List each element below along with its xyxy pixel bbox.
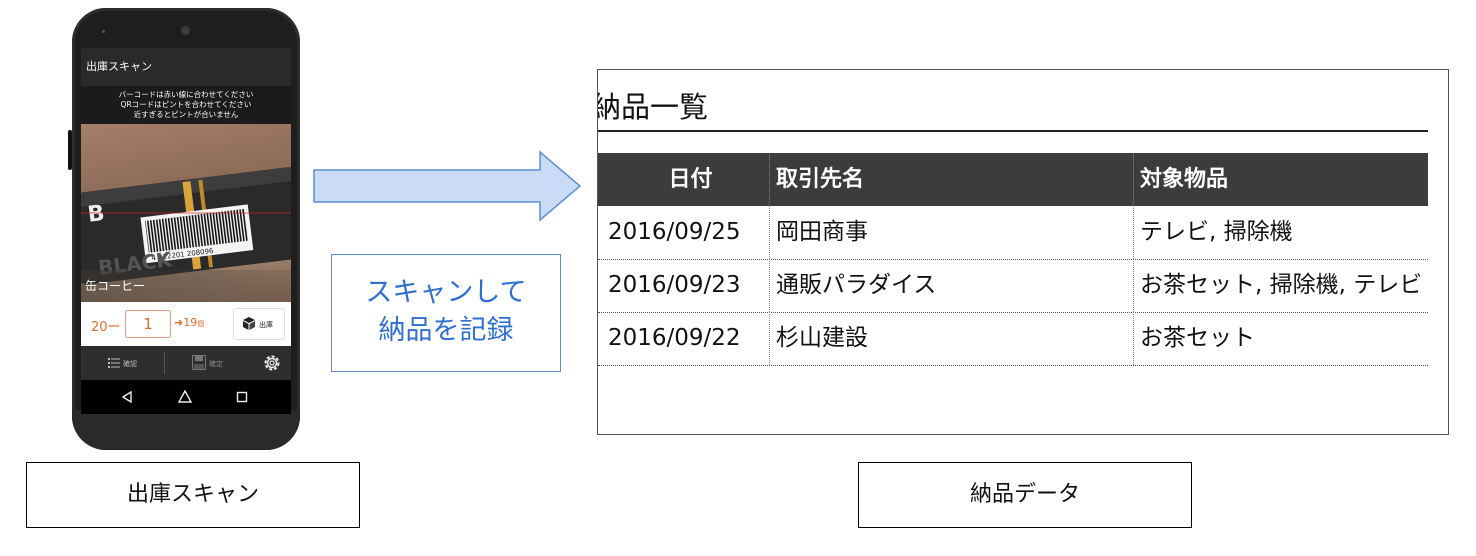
phone-screen: 出庫スキャン バーコードは赤い線に合わせてください QRコードはピントを合わせて… [81,48,291,414]
bottom-toolbar: 確認 確定 [81,346,291,380]
volume-button [68,130,72,170]
remaining-stock-value: ➜19 [174,316,198,329]
coffee-can-image: B 4 912201 208096 BLACK [81,166,291,285]
caption-left: 出庫スキャン [26,462,360,528]
column-header-items[interactable]: 対象物品 [1133,153,1428,206]
settings-gear-icon[interactable] [262,353,282,373]
scan-note-box: スキャンして 納品を記録 [331,254,561,372]
flow-arrow-icon [313,150,582,222]
quantity-row: 20ー 1 ➜19個 出庫 [81,302,291,346]
svg-text:B: B [86,201,106,228]
table-row[interactable]: 2016/09/22 杉山建設 お茶セット [598,312,1428,366]
cell-client: 岡田商事 [769,206,1133,259]
cell-items: お茶セット [1133,312,1428,365]
sensor-dot [102,30,105,33]
camera-preview: B 4 912201 208096 BLACK [81,124,291,302]
back-icon[interactable] [121,391,133,403]
ship-button[interactable]: 出庫 [233,308,285,340]
table-row[interactable]: 2016/09/23 通販パラダイス お茶セット, 掃除機, テレビ [598,259,1428,313]
scan-note-line: スキャンして [365,277,527,308]
home-icon[interactable] [178,390,192,403]
phone-chin [72,410,300,450]
list-icon [108,358,120,368]
hint-line: バーコードは赤い線に合わせてください [118,90,254,99]
delivery-list-panel: 納品一覧 日付 取引先名 対象物品 2016/09/25 岡田商事 テレビ, 掃… [597,69,1449,435]
table-row[interactable]: 2016/09/25 岡田商事 テレビ, 掃除機 [598,206,1428,260]
column-header-date[interactable]: 日付 [668,167,713,192]
cell-items: お茶セット, 掃除機, テレビ [1133,259,1428,312]
scan-hint: バーコードは赤い線に合わせてください QRコードはピントを合わせてください 近す… [81,86,291,124]
cell-date: 2016/09/22 [608,325,741,351]
hint-line: QRコードはピントを合わせてください [120,100,252,109]
scan-note-line: 納品を記録 [378,315,514,346]
cell-date: 2016/09/25 [608,219,741,245]
cell-date: 2016/09/23 [608,272,741,298]
app-title: 出庫スキャン [81,48,291,86]
remaining-stock-unit: 個 [197,320,205,328]
recents-icon[interactable] [236,391,248,403]
save-icon [192,355,206,370]
hint-line: 近すぎるとピントが合いません [133,110,239,119]
ship-button-label: 出庫 [259,321,273,329]
column-header-client[interactable]: 取引先名 [769,153,1133,206]
stock-count: 20ー [91,320,121,335]
cell-client: 通販パラダイス [769,259,1133,312]
product-name: 缶コーヒー [81,270,291,302]
smartphone-mockup: 出庫スキャン バーコードは赤い線に合わせてください QRコードはピントを合わせて… [68,8,300,450]
title-underline [598,130,1428,132]
box-icon [243,317,255,330]
panel-title: 納品一覧 [597,90,709,124]
android-nav-bar [81,380,291,414]
front-camera [181,26,190,35]
finalize-label[interactable]: 確定 [209,360,223,368]
cell-items: テレビ, 掃除機 [1133,206,1428,259]
cell-client: 杉山建設 [769,312,1133,365]
caption-right: 納品データ [858,462,1192,528]
quantity-input[interactable]: 1 [125,310,171,338]
toolbar-divider [164,352,165,374]
table-header: 日付 取引先名 対象物品 [598,153,1428,206]
remaining-stock: ➜19個 [174,316,204,329]
confirm-label[interactable]: 確認 [123,360,137,368]
